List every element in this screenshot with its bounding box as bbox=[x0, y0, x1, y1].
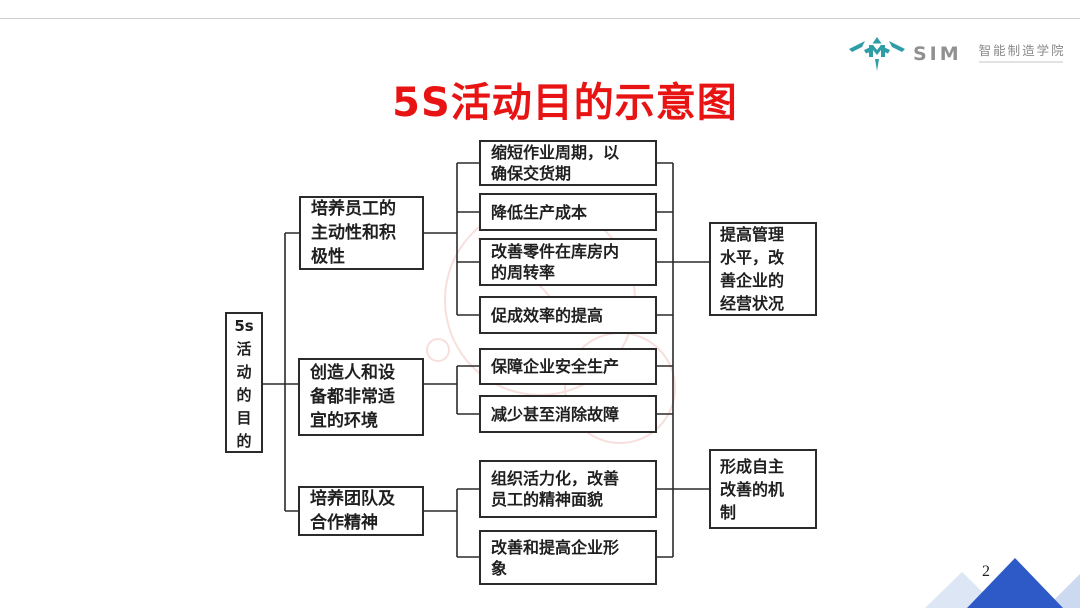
mid-node-employee-initiative: 培养员工的 主动性和积 极性 bbox=[299, 196, 424, 270]
leaf-node-org-vitality: 组织活力化，改善 员工的精神面貌 bbox=[479, 460, 657, 518]
page-title: 5S活动目的示意图 bbox=[392, 80, 738, 126]
leaf-node-eliminate-faults: 减少甚至消除故障 bbox=[479, 395, 657, 433]
logo-sim-text: SIM bbox=[913, 42, 962, 65]
root-node-5s-purpose: 5s 活 动 的 目 的 bbox=[225, 312, 263, 453]
mid-node-suitable-environment: 创造人和设 备都非常适 宜的环境 bbox=[298, 358, 424, 436]
logo-org: 智能制造学院 bbox=[978, 42, 1066, 64]
leaf-node-corporate-image: 改善和提高企业形 象 bbox=[479, 530, 657, 585]
right-node-self-improvement: 形成自主 改善的机 制 bbox=[709, 449, 817, 529]
top-divider-line bbox=[0, 18, 1080, 19]
leaf-node-safe-production: 保障企业安全生产 bbox=[479, 348, 657, 385]
page-number: 2 bbox=[982, 563, 990, 580]
leaf-node-reduce-cost: 降低生产成本 bbox=[479, 193, 657, 231]
logo-tagline bbox=[978, 61, 1063, 64]
logo-org-name: 智能制造学院 bbox=[978, 42, 1066, 58]
logo: SIM 智能制造学院 bbox=[848, 36, 1066, 72]
leaf-node-efficiency: 促成效率的提高 bbox=[479, 296, 657, 334]
right-node-management-level: 提高管理 水平，改 善企业的 经营状况 bbox=[709, 222, 817, 316]
mid-node-team-spirit: 培养团队及 合作精神 bbox=[298, 486, 424, 536]
leaf-node-parts-turnover: 改善零件在库房内 的周转率 bbox=[479, 238, 657, 286]
leaf-node-shorten-cycle: 缩短作业周期，以 确保交货期 bbox=[479, 140, 657, 186]
phoenix-logo-icon bbox=[849, 37, 905, 71]
